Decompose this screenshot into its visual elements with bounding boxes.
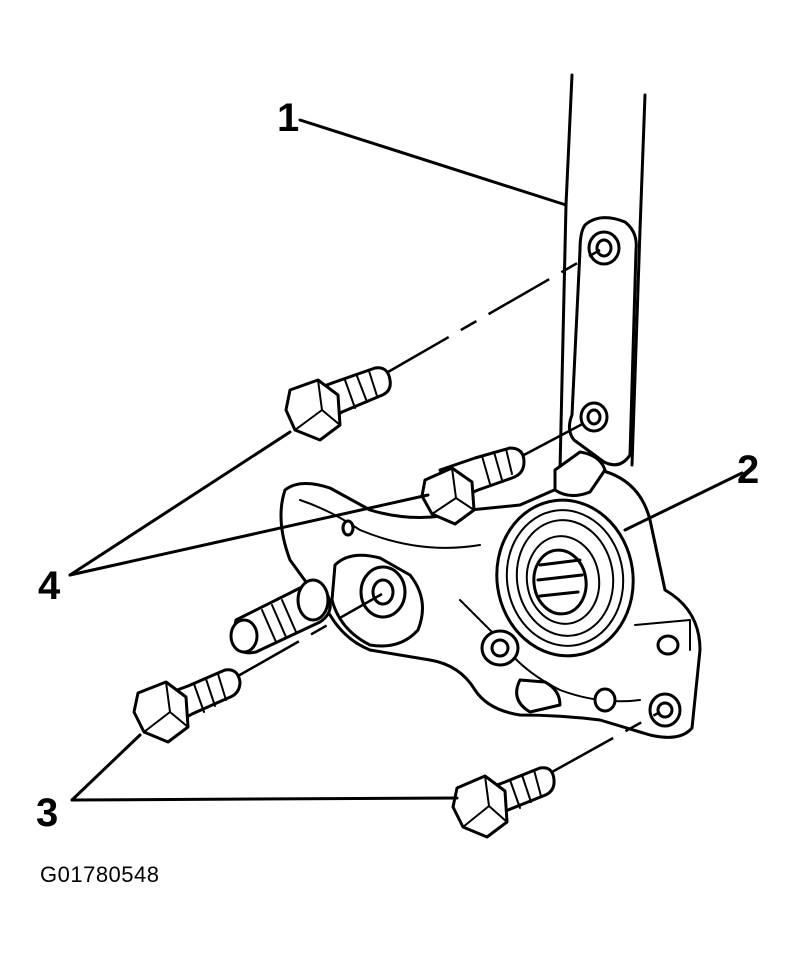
bolt-lower-1 [132,668,242,744]
drive-shaft [229,578,332,655]
motor-bearing [495,498,635,658]
callout-1: 1 [277,96,300,140]
bolt-upper-1 [284,366,392,442]
alignment-lines [237,248,661,774]
leader-lines [68,118,744,802]
drive-gear-housing [330,553,424,648]
figure-id: G01780548 [40,862,160,887]
callout-3: 3 [36,791,59,835]
bolt-lower-2 [451,766,556,839]
bolt-upper-2 [420,446,526,526]
callout-2: 2 [737,448,760,492]
callout-4: 4 [38,564,61,608]
regulator-rail [558,73,647,472]
